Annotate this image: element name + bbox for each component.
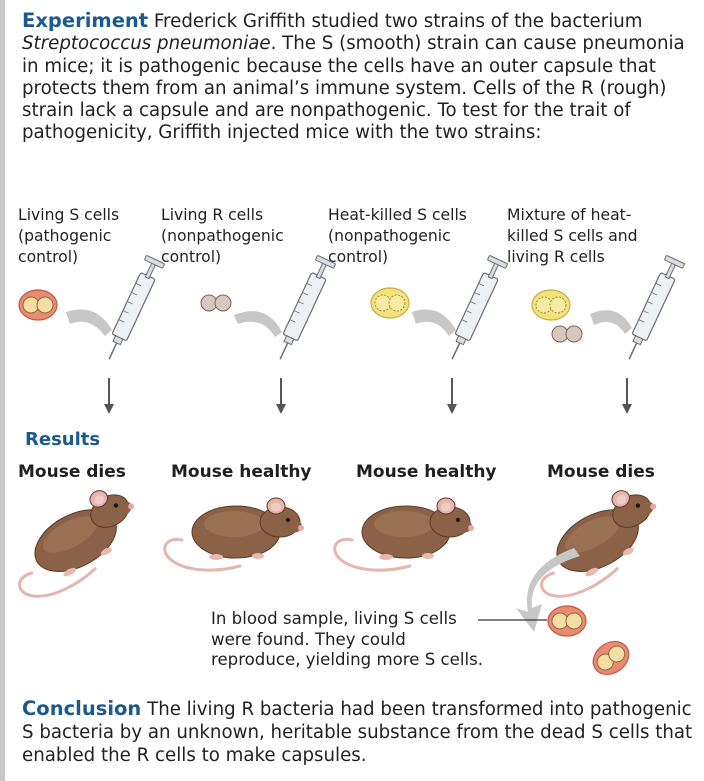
outcome-mixture: Mouse dies	[547, 462, 655, 482]
experiment-text-2: . The S (smooth) strain can cause pneumo…	[22, 33, 685, 144]
syringe-living-s	[99, 254, 166, 365]
s-cell-in-blood	[547, 605, 587, 637]
experiment-text-1: Frederick Griffith studied two strains o…	[148, 11, 643, 32]
syringe-heat-killed-s	[442, 254, 509, 365]
column-label-living-r: Living R cells (nonpathogenic control)	[161, 206, 284, 266]
mouse-dead-1	[0, 477, 156, 610]
down-arrow	[275, 377, 287, 415]
mouse-healthy-1	[163, 496, 306, 572]
down-arrow	[103, 377, 115, 415]
blood-sample-note: In blood sample, living S cells were fou…	[211, 609, 483, 669]
syringe-living-r	[270, 254, 337, 365]
outcome-heat-killed-s: Mouse healthy	[356, 462, 497, 482]
mouse-healthy-2	[333, 496, 476, 572]
results-heading: Results	[25, 429, 101, 450]
down-arrow	[446, 377, 458, 415]
column-label-living-s: Living S cells (pathogenic control)	[18, 206, 120, 266]
species-name: Streptococcus pneumoniae	[22, 33, 271, 55]
r-cell-illustration	[551, 325, 583, 343]
heat-killed-s-cell-illustration	[531, 289, 571, 321]
column-label-heat-killed-s: Heat-killed S cells (nonpathogenic contr…	[328, 206, 467, 266]
s-cell-in-blood	[586, 634, 636, 682]
r-cell-illustration	[200, 294, 232, 312]
outcome-living-r: Mouse healthy	[171, 462, 312, 482]
heat-killed-s-cell-illustration	[370, 287, 410, 319]
outcome-living-s: Mouse dies	[18, 462, 126, 482]
down-arrow	[621, 377, 633, 415]
transfer-arrow	[66, 309, 112, 336]
transfer-arrow	[590, 310, 632, 334]
column-label-mixture: Mixture of heat- killed S cells and livi…	[507, 206, 638, 266]
transfer-arrow	[412, 309, 456, 336]
syringe-mixture	[619, 254, 686, 365]
experiment-description: Experiment Frederick Griffith studied tw…	[22, 9, 697, 145]
conclusion-heading: Conclusion	[22, 697, 142, 720]
left-margin-bar	[0, 0, 5, 781]
blood-sample-arrow	[516, 548, 580, 632]
conclusion-text: Conclusion The living R bacteria had bee…	[22, 697, 697, 767]
transfer-arrow	[234, 311, 282, 337]
s-cell-illustration	[18, 289, 58, 321]
mouse-dead-2	[517, 477, 678, 610]
conclusion-body: The living R bacteria had been transform…	[22, 699, 693, 766]
experiment-heading: Experiment	[22, 9, 149, 32]
